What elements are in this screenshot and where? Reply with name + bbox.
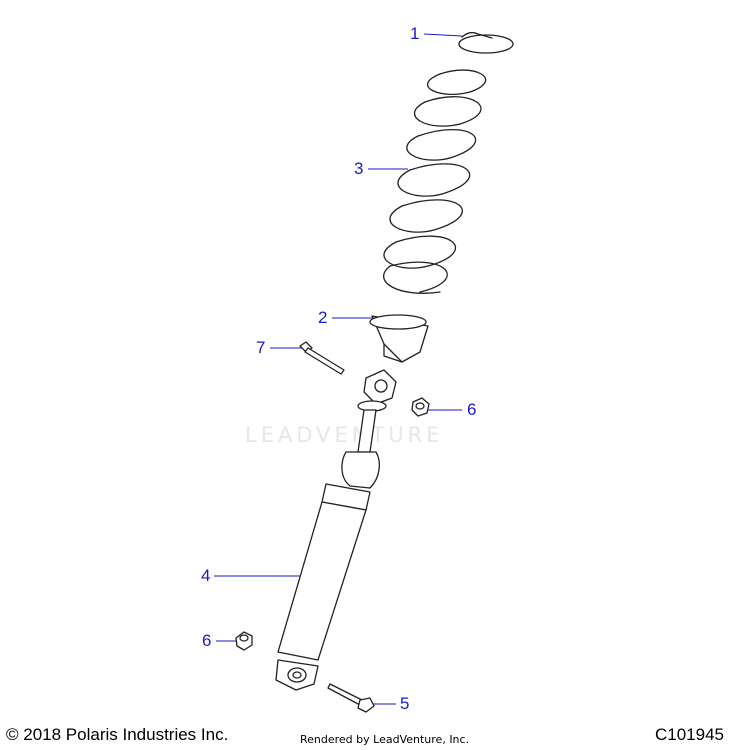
- callout-1[interactable]: 1: [410, 24, 420, 43]
- callout-3[interactable]: 3: [354, 159, 364, 178]
- watermark-text: LEADVENTURE: [245, 423, 444, 447]
- callout-5[interactable]: 5: [400, 694, 410, 713]
- callout-6-lower[interactable]: 6: [202, 631, 212, 650]
- spring-retainer-part: [458, 31, 514, 54]
- copyright-text: © 2018 Polaris Industries Inc.: [6, 725, 229, 744]
- diagram-code: C101945: [655, 725, 725, 744]
- leader-line-1: [423, 33, 463, 37]
- callout-2[interactable]: 2: [318, 308, 328, 327]
- coil-spring-part: [383, 69, 486, 294]
- lower-nut-part: [235, 631, 253, 651]
- shock-absorber-part: [275, 369, 397, 691]
- rendered-by-text: Rendered by LeadVenture, Inc.: [300, 733, 470, 746]
- callout-4[interactable]: 4: [201, 566, 211, 585]
- lower-bolt-part: [327, 683, 375, 713]
- callout-6-upper[interactable]: 6: [467, 400, 477, 419]
- spring-seat-part: [369, 314, 429, 363]
- upper-bolt-part: [299, 341, 345, 375]
- upper-nut-part: [411, 397, 430, 417]
- callout-7[interactable]: 7: [256, 338, 266, 357]
